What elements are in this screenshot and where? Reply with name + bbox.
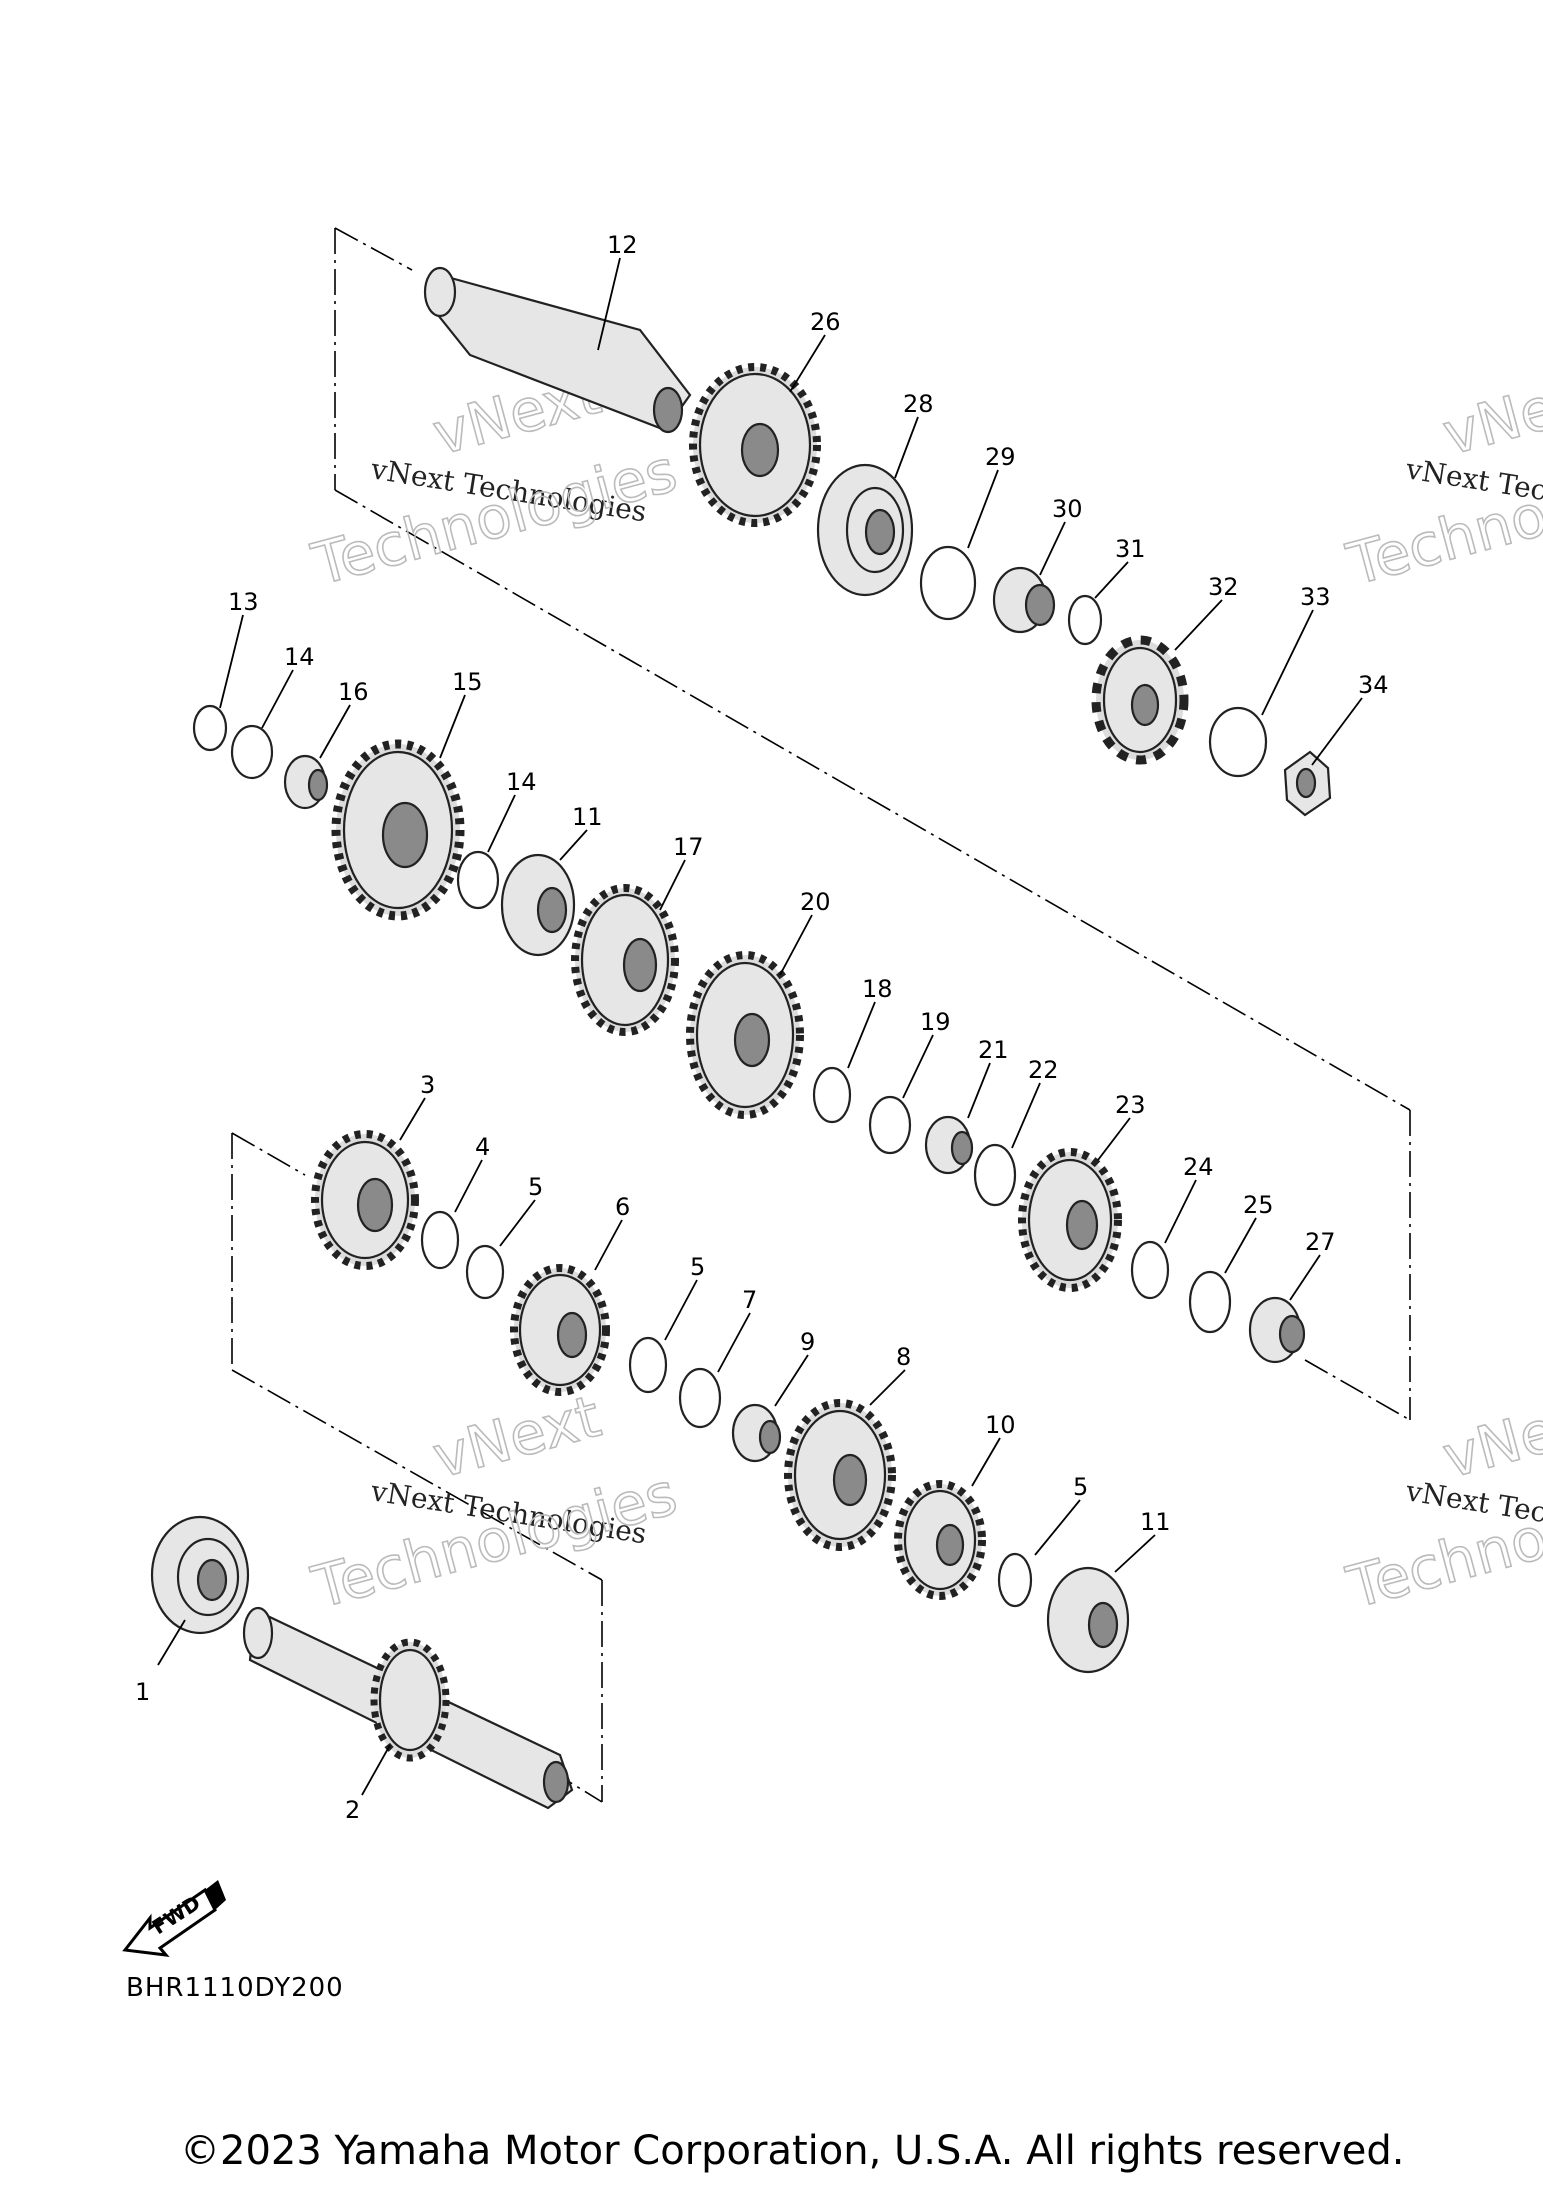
callout-2: 2 <box>345 1796 360 1824</box>
copyright-notice: ©2023 Yamaha Motor Corporation, U.S.A. A… <box>180 2128 1405 2174</box>
part-5-circlip-3 <box>997 1552 1033 1608</box>
part-23-gear <box>1018 1148 1122 1292</box>
callout-25: 25 <box>1243 1191 1274 1219</box>
callout-6: 6 <box>615 1193 630 1221</box>
callout-11: 11 <box>1140 1508 1171 1536</box>
part-32-sprocket <box>1091 635 1189 765</box>
part-15-gear <box>331 739 465 921</box>
callout-22: 22 <box>1028 1056 1059 1084</box>
diagram-code: BHR1110DY200 <box>126 1973 344 2003</box>
part-21-collar <box>924 1115 974 1175</box>
part-12-main-axle <box>423 266 692 434</box>
assembly-outline-upper <box>334 227 1411 1420</box>
callout-5: 5 <box>690 1253 705 1281</box>
part-11-bearing-2 <box>1046 1566 1130 1674</box>
part-18-circlip <box>812 1066 852 1124</box>
callout-17: 17 <box>673 833 704 861</box>
part-14-washer-2 <box>456 850 500 910</box>
part-6-gear <box>510 1264 610 1396</box>
callout-14: 14 <box>506 768 537 796</box>
callout-1: 1 <box>135 1678 150 1706</box>
part-22-washer <box>973 1143 1017 1207</box>
part-7-washer <box>678 1367 722 1429</box>
callout-13: 13 <box>228 588 259 616</box>
callout-28: 28 <box>903 390 934 418</box>
callout-31: 31 <box>1115 535 1146 563</box>
callout-15: 15 <box>452 668 483 696</box>
part-13-circlip <box>192 704 228 752</box>
part-34-nut <box>1283 750 1332 817</box>
part-17-gear <box>571 884 679 1036</box>
callout-19: 19 <box>920 1008 951 1036</box>
callout-21: 21 <box>978 1036 1009 1064</box>
watermark-logo-text: vNext <box>426 1382 607 1492</box>
callout-14: 14 <box>284 643 315 671</box>
callout-29: 29 <box>985 443 1016 471</box>
part-3-gear <box>311 1130 419 1270</box>
part-5-circlip-2 <box>628 1336 668 1394</box>
callout-numbers: 1 2 3 4 5 5 5 5 6 7 8 9 10 11 11 12 13 1… <box>135 231 1389 1824</box>
watermark: vNext Technologies vNext Technologies vN… <box>304 358 1543 1622</box>
part-1-bearing <box>150 1515 250 1635</box>
part-30-collar <box>992 566 1056 634</box>
part-9-collar <box>731 1403 782 1463</box>
part-20-gear <box>686 951 804 1119</box>
part-27-collar <box>1248 1296 1306 1364</box>
part-25-washer <box>1188 1270 1232 1334</box>
part-4-washer <box>420 1210 460 1270</box>
callout-5: 5 <box>528 1173 543 1201</box>
callout-7: 7 <box>742 1286 757 1314</box>
part-14-washer <box>230 724 274 780</box>
callout-18: 18 <box>862 975 893 1003</box>
callout-5-hidden: 5 <box>1073 1473 1088 1501</box>
callout-24: 24 <box>1183 1153 1214 1181</box>
part-29-washer <box>919 545 977 621</box>
callout-8: 8 <box>896 1343 911 1371</box>
part-16-collar <box>283 754 329 810</box>
callout-16: 16 <box>338 678 369 706</box>
callout-23: 23 <box>1115 1091 1146 1119</box>
callout-27: 27 <box>1305 1228 1336 1256</box>
callout-33: 33 <box>1300 583 1331 611</box>
part-26-gear <box>689 363 821 527</box>
callout-12: 12 <box>607 231 638 259</box>
watermark-logo-text: vNext <box>1436 359 1543 469</box>
callout-20: 20 <box>800 888 831 916</box>
fwd-arrow-icon: FWD <box>122 1880 226 1957</box>
part-5-circlip <box>465 1244 505 1300</box>
callout-11: 11 <box>572 803 603 831</box>
callout-26: 26 <box>810 308 841 336</box>
callout-3: 3 <box>420 1071 435 1099</box>
callout-34: 34 <box>1358 671 1389 699</box>
part-10-gear <box>894 1480 986 1600</box>
part-28-bearing <box>816 463 914 597</box>
part-8-gear <box>784 1399 896 1551</box>
part-33-lock-washer <box>1208 706 1268 778</box>
callout-10: 10 <box>985 1411 1016 1439</box>
callout-32: 32 <box>1208 573 1239 601</box>
callout-5: 5 <box>1073 1473 1088 1501</box>
callout-9: 9 <box>800 1328 815 1356</box>
callout-30: 30 <box>1052 495 1083 523</box>
callout-4: 4 <box>475 1133 490 1161</box>
part-31-circlip <box>1067 594 1103 646</box>
leader-lines <box>157 257 1363 1796</box>
part-19-washer <box>868 1095 912 1155</box>
part-24-circlip <box>1130 1240 1170 1300</box>
part-11-bearing <box>500 853 576 957</box>
watermark-logo-text: vNext <box>1436 1382 1543 1492</box>
part-2-drive-axle <box>242 1606 574 1810</box>
